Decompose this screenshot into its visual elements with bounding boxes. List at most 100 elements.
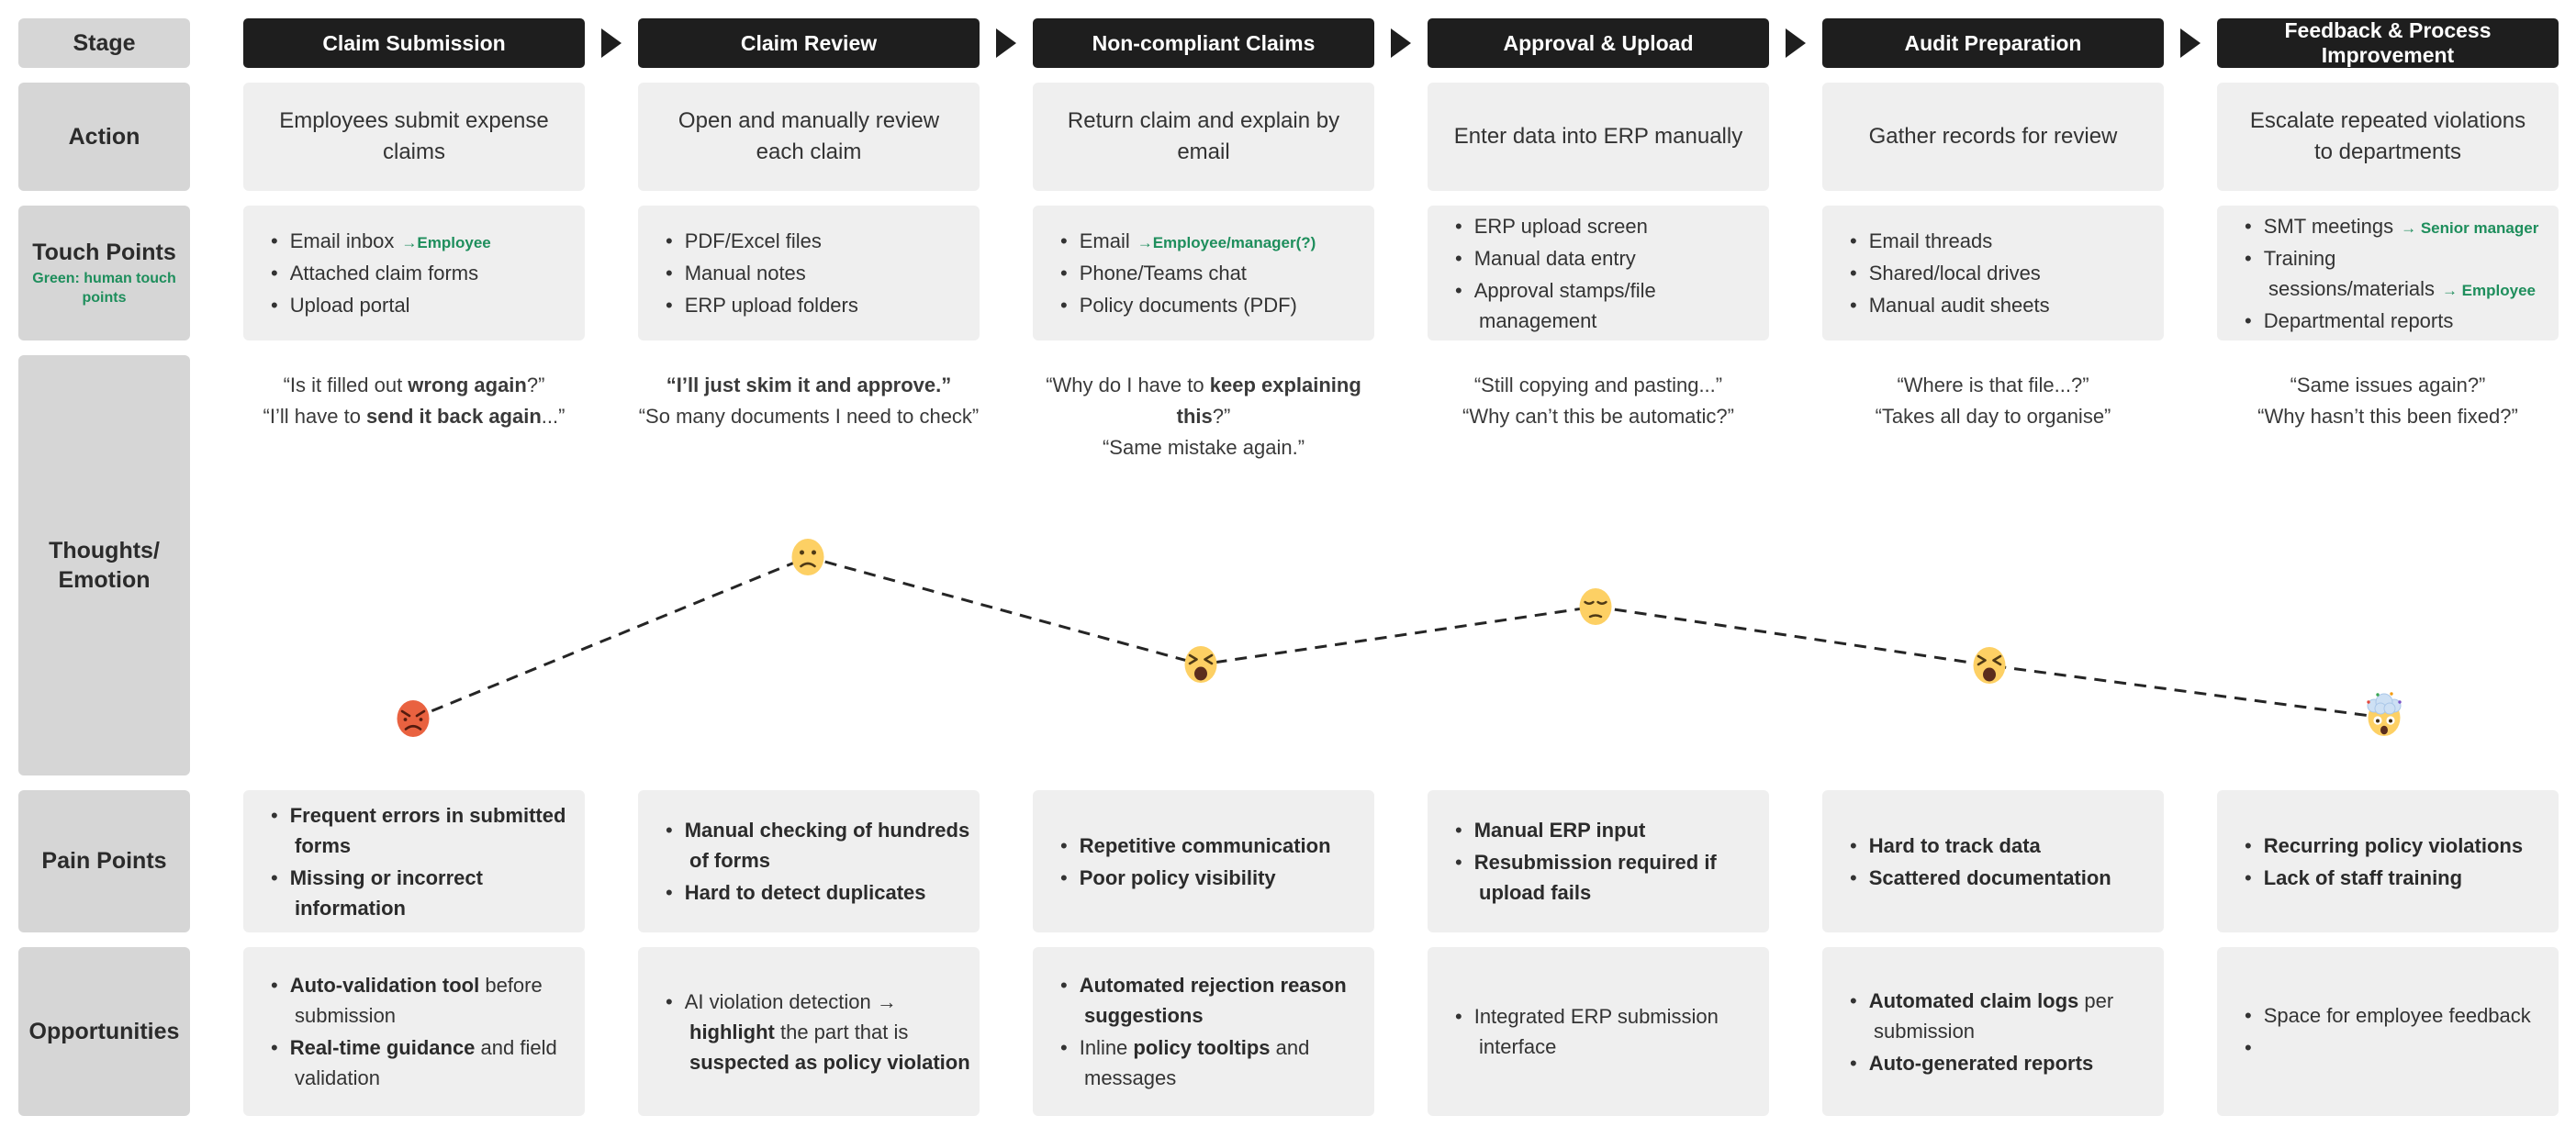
action-non-compliant-claims: Return claim and explain by email — [1033, 83, 1374, 191]
touch-point-text: Shared/local drives — [1868, 262, 2041, 284]
touch-point-actor-note: →Employee — [401, 234, 491, 251]
touch-point-item: SMT meetings → Senior manager — [2245, 211, 2549, 241]
touch-point-text: Policy documents (PDF) — [1079, 294, 1297, 317]
action-text: Employees submit expense claims — [279, 108, 549, 164]
opportunities-claim-review: AI violation detection → highlight the p… — [638, 947, 980, 1116]
row-label-touch-points-text: Touch Points — [32, 240, 176, 266]
opportunity-item: Real-time guidance and field validation — [271, 1032, 576, 1093]
pain-points-approval-upload: Manual ERP input Resubmission required i… — [1428, 790, 1769, 932]
opportunity-item: Auto-generated reports — [1850, 1048, 2155, 1078]
action-text: Escalate repeated violations to departme… — [2249, 108, 2526, 164]
opportunity-item — [2245, 1032, 2549, 1063]
emoji-weary-icon — [1184, 646, 1217, 683]
quote: “Still copying and pasting...” — [1473, 374, 1723, 396]
pain-points-claim-review: Manual checking of hundreds of forms Har… — [638, 790, 980, 932]
touch-points-legend-note: Green: human touch points — [32, 270, 176, 306]
pain-point-item: Manual checking of hundreds of forms — [666, 815, 970, 876]
touch-point-text: Phone/Teams chat — [1079, 262, 1247, 284]
stage-header-claim-submission: Claim Submission — [243, 18, 622, 68]
touch-point-item: Manual data entry — [1455, 243, 1760, 273]
touch-point-text: ERP upload screen — [1473, 214, 1648, 238]
touch-points-audit-preparation: Email threads Shared/local drives Manual… — [1822, 206, 2164, 340]
quote: “Why do I have to keep explaining this?” — [1046, 374, 1361, 429]
emoji-angry-icon — [397, 700, 430, 737]
pain-point-item: Repetitive communication — [1060, 831, 1365, 861]
touch-point-item: Email threads — [1850, 226, 2155, 256]
quote: “I’ll have to send it back again...” — [263, 405, 566, 429]
action-text: Gather records for review — [1868, 124, 2118, 150]
touch-point-text: Email inbox — [289, 229, 395, 252]
row-label-pain-points: Pain Points — [18, 790, 190, 932]
touch-point-item: Approval stamps/file management — [1455, 275, 1760, 336]
pain-points-feedback-improvement: Recurring policy violations Lack of staf… — [2217, 790, 2559, 932]
opportunity-item: Auto-validation tool before submission — [271, 970, 576, 1031]
quote: “Is it filled out wrong again?” — [283, 374, 545, 396]
row-label-action-text: Action — [68, 123, 140, 150]
emotion-curve — [412, 555, 2385, 720]
touch-points-non-compliant-claims: Email→Employee/manager(?) Phone/Teams ch… — [1033, 206, 1374, 340]
stage-header-non-compliant-claims: Non-compliant Claims — [1033, 18, 1411, 68]
touch-point-item: Training sessions/materials → Employee — [2245, 243, 2549, 304]
quotes-claim-review: “I’ll just skim it and approve.” “So man… — [638, 370, 980, 432]
row-label-action: Action — [18, 83, 190, 191]
stage-title: Claim Submission — [322, 30, 506, 55]
flow-arrow-icon — [601, 28, 622, 58]
flow-arrow-icon — [996, 28, 1016, 58]
emoji-pensive-icon — [1579, 588, 1612, 625]
touch-points-claim-submission: Email inbox →Employee Attached claim form… — [243, 206, 585, 340]
touch-point-actor-note: → Senior manager — [2401, 218, 2539, 237]
touch-point-item: ERP upload screen — [1455, 211, 1760, 241]
opportunity-item: AI violation detection → highlight the p… — [666, 987, 970, 1077]
touch-point-item: Manual audit sheets — [1850, 290, 2155, 320]
touch-point-text: SMT meetings — [2263, 214, 2394, 238]
flow-arrow-icon — [2180, 28, 2201, 58]
stage-title: Claim Review — [740, 30, 878, 55]
pain-point-item: Resubmission required if upload fails — [1455, 847, 1760, 908]
action-claim-submission: Employees submit expense claims — [243, 83, 585, 191]
emoji-confused-icon — [791, 539, 824, 575]
row-label-emotion-text: Emotion — [58, 567, 151, 593]
opportunities-feedback-improvement: Space for employee feedback — [2217, 947, 2559, 1116]
touch-point-item: Shared/local drives — [1850, 258, 2155, 288]
touch-point-text: Email threads — [1868, 229, 1993, 252]
emoji-exploding-head-icon — [2367, 692, 2402, 736]
row-label-opportunities: Opportunities — [18, 947, 190, 1116]
touch-point-text: ERP upload folders — [684, 294, 858, 317]
row-label-thoughts-text: Thoughts/ — [49, 537, 160, 563]
opportunity-item: Automated rejection reason suggestions — [1060, 970, 1365, 1031]
touch-point-text: Training sessions/materials — [2263, 246, 2435, 300]
touch-point-item: Upload portal — [271, 290, 576, 320]
touch-point-item: Email inbox →Employee — [271, 226, 576, 256]
quote: “Where is that file...?” — [1897, 374, 2089, 396]
pain-points-audit-preparation: Hard to track data Scattered documentati… — [1822, 790, 2164, 932]
emoji-weary-icon — [1973, 647, 2006, 684]
touch-point-item: PDF/Excel files — [666, 226, 970, 256]
touch-point-item: Manual notes — [666, 258, 970, 288]
touch-point-text: Approval stamps/file management — [1473, 278, 1656, 332]
touch-point-actor-note: → Employee — [2441, 281, 2536, 299]
opportunity-item: Automated claim logs per submission — [1850, 986, 2155, 1046]
touch-point-text: Manual audit sheets — [1868, 294, 2050, 317]
stage-title: Audit Preparation — [1904, 30, 2082, 55]
stage-title: Approval & Upload — [1503, 30, 1694, 55]
row-label-thoughts-emotion: Thoughts/ Emotion — [18, 355, 190, 775]
action-approval-upload: Enter data into ERP manually — [1428, 83, 1769, 191]
thoughts-emotion-band: “Is it filled out wrong again?” “I’ll ha… — [243, 355, 2559, 775]
action-claim-review: Open and manually review each claim — [638, 83, 980, 191]
touch-point-text: Upload portal — [289, 294, 410, 317]
pain-points-non-compliant-claims: Repetitive communication Poor policy vis… — [1033, 790, 1374, 932]
pain-point-item: Hard to track data — [1850, 831, 2155, 861]
touch-points-claim-review: PDF/Excel files Manual notes ERP upload … — [638, 206, 980, 340]
quote: “Same issues again?” — [2290, 374, 2486, 396]
opportunities-audit-preparation: Automated claim logs per submission Auto… — [1822, 947, 2164, 1116]
quote: “I’ll just skim it and approve.” — [666, 374, 952, 396]
stage-title: Feedback & Process Improvement — [2284, 18, 2492, 67]
opportunities-claim-submission: Auto-validation tool before submission R… — [243, 947, 585, 1116]
quote: “So many documents I need to check” — [638, 405, 980, 429]
touch-point-item: Attached claim forms — [271, 258, 576, 288]
row-label-opportunities-text: Opportunities — [28, 1018, 180, 1044]
touch-point-text: Departmental reports — [2263, 308, 2454, 332]
opportunity-item: Integrated ERP submission interface — [1455, 1001, 1760, 1062]
quotes-approval-upload: “Still copying and pasting...” “Why can’… — [1428, 370, 1769, 432]
